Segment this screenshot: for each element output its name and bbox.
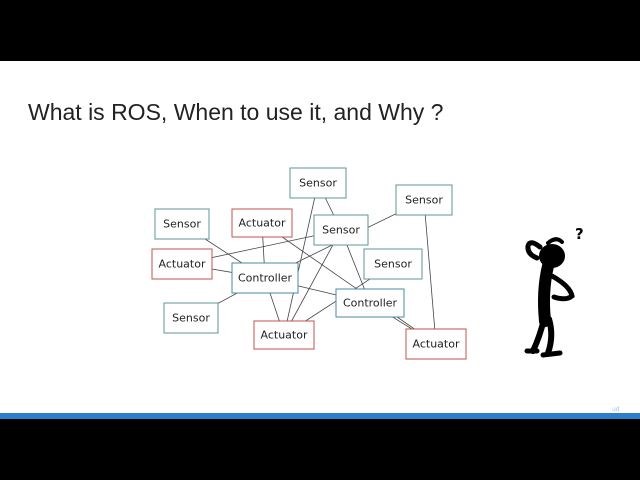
sensor-box: [289, 167, 347, 199]
edge-s2-a4: [423, 199, 437, 345]
sensor-box: [313, 214, 369, 246]
sensor-box: [154, 208, 210, 240]
watermark-logo-icon: ud: [612, 406, 620, 411]
actuator-label: Actuator: [261, 329, 308, 342]
actuator-node: Actuator: [405, 328, 467, 360]
actuator-box: [231, 208, 293, 238]
sensor-label: Sensor: [172, 312, 210, 325]
sensor-label: Sensor: [322, 224, 360, 237]
sensor-node: Sensor: [163, 302, 219, 334]
confused-stick-figure-icon: ?: [524, 225, 584, 358]
actuator-box: [151, 248, 213, 280]
sensor-node: Sensor: [154, 208, 210, 240]
sensor-node: Sensor: [395, 184, 453, 216]
controller-box: [231, 262, 299, 294]
progress-bar: [0, 413, 640, 419]
svg-text:ud: ud: [612, 406, 620, 411]
sensor-node: Sensor: [289, 167, 347, 199]
sensor-box: [395, 184, 453, 216]
actuator-box: [405, 328, 467, 360]
sensor-box: [363, 248, 423, 280]
controller-label: Controller: [343, 297, 398, 310]
edge-a1-a4: [261, 222, 437, 345]
question-mark: ?: [575, 225, 584, 243]
controller-label: Controller: [238, 272, 293, 285]
sensor-box: [163, 302, 219, 334]
actuator-node: Actuator: [231, 208, 293, 238]
slide-title: What is ROS, When to use it, and Why ?: [28, 99, 444, 125]
actuator-label: Actuator: [239, 217, 286, 230]
slide: What is ROS, When to use it, and Why ? S…: [0, 61, 640, 413]
controller-box: [335, 288, 405, 318]
edge-s1-a3: [283, 182, 319, 336]
sensor-node: Sensor: [363, 248, 423, 280]
actuator-label: Actuator: [159, 258, 206, 271]
actuator-label: Actuator: [413, 338, 460, 351]
sensor-label: Sensor: [405, 194, 443, 207]
controller-node: Controller: [231, 262, 299, 294]
actuator-box: [253, 320, 315, 350]
actuator-node: Actuator: [151, 248, 213, 280]
controller-node: Controller: [335, 288, 405, 318]
sensor-label: Sensor: [299, 177, 337, 190]
sensor-label: Sensor: [374, 258, 412, 271]
actuator-node: Actuator: [253, 320, 315, 350]
sensor-label: Sensor: [163, 218, 201, 231]
sensor-node: Sensor: [313, 214, 369, 246]
edge-s4-a3: [283, 229, 342, 336]
